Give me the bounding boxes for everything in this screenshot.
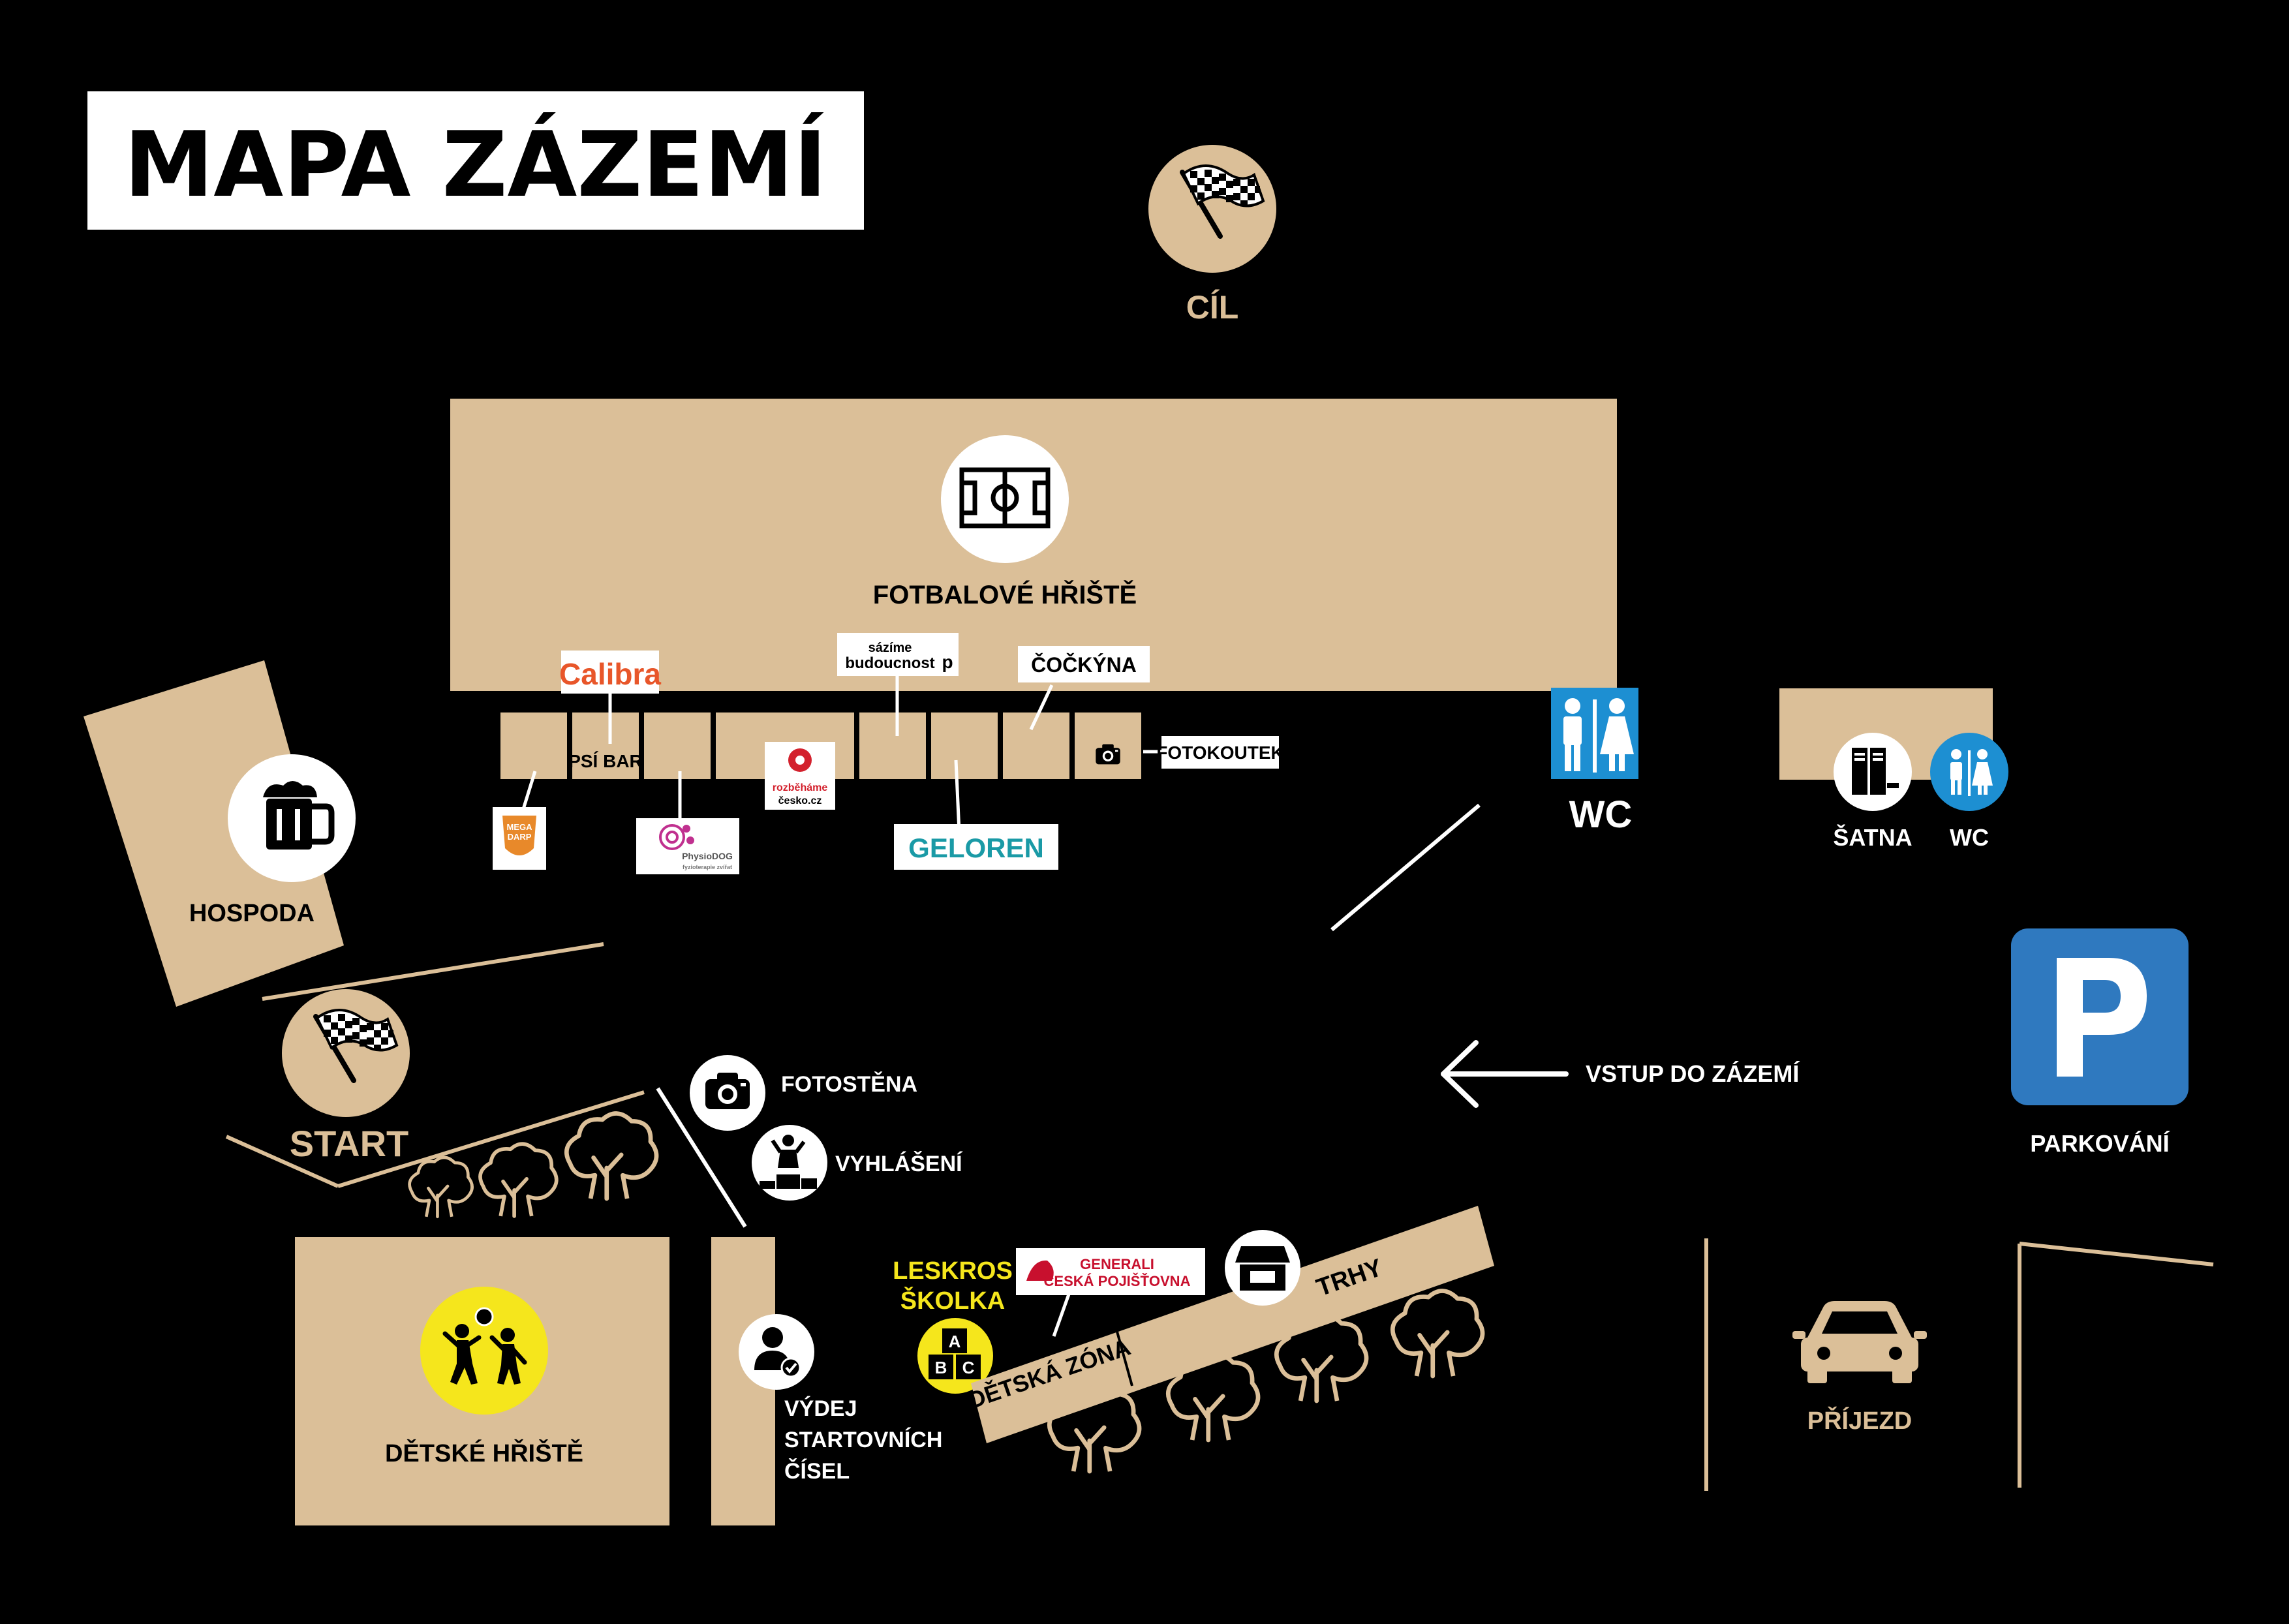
- abc-blocks-icon: A B C: [929, 1328, 981, 1379]
- sponsor-calibra[interactable]: Calibra: [559, 651, 661, 694]
- pub-label: HOSPODA: [189, 900, 315, 927]
- svg-text:A: A: [949, 1332, 961, 1351]
- sponsor-cockyna[interactable]: ČOČKÝNA: [1018, 646, 1150, 682]
- football-pitch-icon: [959, 467, 1051, 529]
- dog-bar-label: PSÍ BAR: [568, 751, 643, 771]
- start-label: START: [290, 1123, 409, 1164]
- bib-pickup-marker[interactable]: VÝDEJ STARTOVNÍCH ČÍSEL: [739, 1314, 942, 1484]
- path-lines: [656, 803, 1481, 1228]
- wc-main-label: WC: [1569, 793, 1633, 836]
- stand-dog-bar[interactable]: [572, 712, 639, 779]
- entrance-label: VSTUP DO ZÁZEMÍ: [1586, 1060, 1800, 1087]
- svg-text:ČÍSEL: ČÍSEL: [784, 1458, 850, 1484]
- svg-text:p: p: [942, 652, 953, 672]
- stands-row: [500, 712, 1141, 779]
- user-check-icon: [754, 1327, 801, 1378]
- svg-text:DARP: DARP: [508, 832, 532, 842]
- svg-text:ČOČKÝNA: ČOČKÝNA: [1031, 653, 1137, 677]
- sponsor-leader-lines: [521, 673, 1168, 1337]
- arrival-marker[interactable]: PŘÍJEZD: [1792, 1301, 1927, 1435]
- entrance-marker[interactable]: VSTUP DO ZÁZEMÍ: [1441, 1040, 1800, 1108]
- sponsor-photo-corner-label[interactable]: FOTOKOUTEK: [1156, 736, 1284, 769]
- wc-small-label: WC: [1950, 824, 1989, 851]
- svg-text:GELOREN: GELOREN: [908, 833, 1044, 863]
- svg-text:česko.cz: česko.cz: [778, 795, 822, 806]
- stand-1[interactable]: [500, 712, 567, 779]
- parking-marker[interactable]: PARKOVÁNÍ: [2011, 928, 2189, 1157]
- svg-text:PhysioDOG: PhysioDOG: [682, 851, 733, 861]
- toilet-people-icon: [1563, 698, 1634, 773]
- sponsor-mega-darp[interactable]: MEGA DARP: [493, 807, 546, 870]
- lockers-icon: [1852, 748, 1899, 795]
- sponsor-sazime[interactable]: sázíme budoucnost p: [837, 633, 959, 676]
- parking-label: PARKOVÁNÍ: [2030, 1130, 2170, 1157]
- kids-playground-label: DĚTSKÉ HŘIŠTĚ: [385, 1438, 583, 1467]
- toilet-people-icon: [1950, 749, 1993, 796]
- svg-text:sázíme: sázíme: [868, 641, 912, 655]
- sponsor-physiodog[interactable]: PhysioDOG fyzioterapie zvířat: [636, 818, 739, 874]
- start-marker[interactable]: START: [282, 989, 410, 1164]
- stand-6[interactable]: [931, 712, 998, 779]
- football-label: FOTBALOVÉ HŘIŠTĚ: [873, 579, 1137, 609]
- svg-text:STARTOVNÍCH: STARTOVNÍCH: [784, 1428, 942, 1452]
- stand-7[interactable]: [1003, 712, 1069, 779]
- page-title: MAPA ZÁZEMÍ: [124, 112, 827, 217]
- svg-text:budoucnost: budoucnost: [845, 654, 934, 672]
- stand-5[interactable]: [859, 712, 926, 779]
- svg-text:fyzioterapie zvířat: fyzioterapie zvířat: [683, 864, 732, 870]
- wc-main-marker[interactable]: WC: [1551, 688, 1638, 836]
- arrow-left-icon: [1441, 1040, 1569, 1108]
- finish-label: CÍL: [1186, 289, 1239, 326]
- svg-text:FOTOKOUTEK: FOTOKOUTEK: [1156, 743, 1283, 763]
- podium-icon: [760, 1135, 817, 1189]
- boundary-lines: [225, 942, 2214, 1491]
- photo-wall-marker[interactable]: FOTOSTĚNA: [690, 1055, 917, 1131]
- awards-marker[interactable]: VYHLÁŠENÍ: [752, 1125, 963, 1201]
- kids-playground-area[interactable]: DĚTSKÉ HŘIŠTĚ: [295, 1237, 669, 1525]
- wardrobe-label: ŠATNA: [1833, 823, 1912, 851]
- svg-text:LESKROS: LESKROS: [893, 1257, 1013, 1285]
- market-marker[interactable]: [1225, 1230, 1300, 1306]
- beer-mug-icon: [263, 781, 335, 850]
- awards-label: VYHLÁŠENÍ: [835, 1151, 963, 1176]
- kindergarten-marker[interactable]: LESKROS ŠKOLKA A B C: [893, 1257, 1013, 1394]
- svg-text:rozběháme: rozběháme: [773, 782, 828, 793]
- sponsor-geloren[interactable]: GELOREN: [894, 824, 1058, 870]
- photo-wall-label: FOTOSTĚNA: [781, 1072, 917, 1097]
- svg-text:VÝDEJ: VÝDEJ: [784, 1396, 857, 1421]
- svg-text:GENERALI: GENERALI: [1080, 1256, 1154, 1272]
- svg-text:ŠKOLKA: ŠKOLKA: [900, 1285, 1005, 1315]
- playing-children-icon: [442, 1307, 527, 1385]
- title-box: MAPA ZÁZEMÍ: [87, 91, 864, 230]
- wc-small-marker[interactable]: WC: [1930, 733, 2008, 851]
- sponsor-generali[interactable]: GENERALI ČESKÁ POJIŠŤOVNA: [1016, 1248, 1205, 1295]
- svg-text:Calibra: Calibra: [559, 657, 661, 691]
- wardrobe-marker[interactable]: ŠATNA: [1833, 733, 1913, 851]
- market-stall-icon: [1235, 1246, 1290, 1291]
- pub-area[interactable]: HOSPODA: [84, 660, 356, 1007]
- sponsor-rozbehame[interactable]: rozběháme česko.cz: [765, 742, 835, 810]
- finish-marker[interactable]: CÍL: [1148, 145, 1276, 326]
- car-icon: [1792, 1301, 1927, 1383]
- svg-text:ČESKÁ POJIŠŤOVNA: ČESKÁ POJIŠŤOVNA: [1044, 1273, 1191, 1289]
- stand-3[interactable]: [644, 712, 711, 779]
- svg-text:MEGA: MEGA: [507, 822, 533, 832]
- football-pitch-area[interactable]: FOTBALOVÉ HŘIŠTĚ: [450, 399, 1617, 691]
- arrival-label: PŘÍJEZD: [1807, 1406, 1912, 1435]
- svg-text:C: C: [962, 1358, 975, 1377]
- svg-text:B: B: [935, 1358, 947, 1377]
